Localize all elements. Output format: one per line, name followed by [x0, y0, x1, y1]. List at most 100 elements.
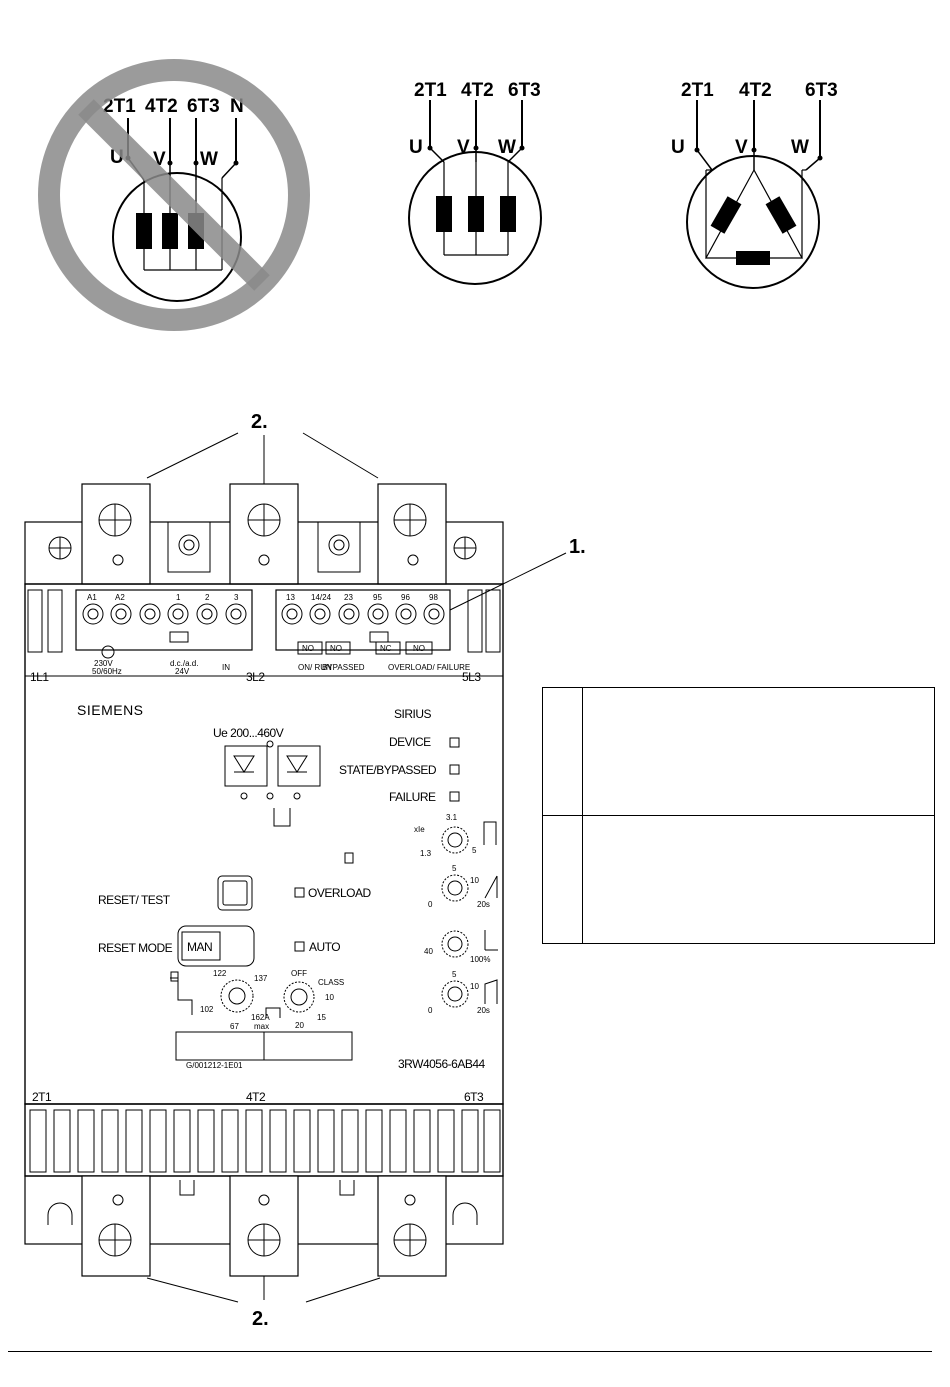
ie-value-min: 1.3: [420, 849, 432, 858]
led-state-label: STATE/BYPASSED: [339, 763, 437, 777]
ramp-up-20s: 20s: [477, 900, 490, 909]
terminal-a1: A1: [87, 593, 97, 602]
serial-label: G/001212-1E01: [186, 1061, 243, 1070]
class-20: 20: [295, 1021, 304, 1030]
terminal-6t3-out: 6T3: [464, 1090, 484, 1104]
diagram-star-neutral-prohibited: 2T1 4T2 6T3 N U V W: [38, 59, 310, 331]
legend-row-2: [543, 816, 934, 943]
legend-table: [542, 687, 935, 944]
voltage-40: 40: [424, 947, 433, 956]
led-failure-label: FAILURE: [389, 790, 436, 804]
legend-row-1-number: [543, 688, 583, 815]
phase-label-w: W: [498, 137, 516, 158]
diagram-delta: 2T1 4T2 6T3 U V W: [671, 80, 838, 289]
ramp-down-20s: 20s: [477, 1006, 490, 1015]
class-10: 10: [325, 993, 334, 1002]
label-frequency: 50/60Hz: [92, 667, 122, 676]
reset-test-button[interactable]: [217, 875, 253, 911]
legend-row-2-number: [543, 816, 583, 943]
footer-rule: [8, 1351, 932, 1352]
label-no-3: NO: [413, 644, 425, 653]
label-dc-voltage: 24V: [175, 667, 190, 676]
ramp-up-5: 5: [452, 864, 457, 873]
order-number: 3RW4056-6AB44: [398, 1057, 485, 1071]
ie-value-top: 3.1: [446, 813, 458, 822]
label-supply: 230V: [94, 659, 113, 668]
led-overload: [294, 887, 305, 898]
terminal-4t2-out: 4T2: [246, 1090, 266, 1104]
prohibited-sign-icon: [38, 59, 310, 331]
label-overload-failure: OVERLOAD/ FAILURE: [388, 663, 470, 672]
terminal-3: 3: [234, 593, 239, 602]
trip-class-dial: [283, 981, 315, 1013]
label-bypassed: BYPASSED: [322, 663, 365, 672]
led-device: [449, 737, 460, 748]
terminal-3l2: 3L2: [246, 670, 265, 684]
terminal-a2: A2: [115, 593, 125, 602]
label-no-1: NO: [302, 644, 314, 653]
terminal-2t1-out: 2T1: [32, 1090, 52, 1104]
callout-1: 1.: [569, 536, 586, 558]
current-137: 137: [254, 974, 268, 983]
reset-mode-switch[interactable]: [177, 925, 255, 967]
phase-label-v: V: [457, 137, 470, 158]
legend-row-1: [543, 688, 934, 816]
terminal-98: 98: [429, 593, 438, 602]
start-voltage-dial: [441, 930, 498, 958]
motor-current-dial: [220, 979, 254, 1013]
ramp-up-0: 0: [428, 900, 433, 909]
voltage-range: Ue 200...460V: [213, 726, 284, 740]
current-67: 67: [230, 1022, 239, 1031]
man-label: MAN: [187, 940, 212, 954]
led-state-bypassed: [449, 764, 460, 775]
terminal-96: 96: [401, 593, 410, 602]
reset-test-label: RESET/ TEST: [98, 893, 171, 907]
ramp-down-10: 10: [470, 982, 479, 991]
led-failure: [449, 791, 460, 802]
terminal-13: 13: [286, 593, 295, 602]
soft-starter-drawing: 2. 1. 2.: [24, 411, 586, 1330]
led-auto: [294, 941, 305, 952]
motor-circle-2: [408, 151, 542, 285]
terminal-label-2t1: 2T1: [414, 80, 447, 101]
current-max: max: [254, 1022, 269, 1031]
diagram-star: 2T1 4T2 6T3 U V W: [408, 80, 542, 285]
terminal-1l1: 1L1: [30, 670, 49, 684]
terminal-label-6t3: 6T3: [508, 80, 541, 101]
terminal-1: 1: [176, 593, 181, 602]
current-102: 102: [200, 1005, 214, 1014]
terminal-label-4t2: 4T2: [145, 96, 178, 117]
reset-mode-label: RESET MODE: [98, 941, 173, 955]
ramp-down-5: 5: [452, 970, 457, 979]
terminal-95: 95: [373, 593, 382, 602]
ramp-down-dial: [441, 979, 498, 1008]
terminal-label-4t2: 4T2: [461, 80, 494, 101]
terminal-2: 2: [205, 593, 210, 602]
phase-label-u: U: [671, 137, 685, 158]
class-off: OFF: [291, 969, 307, 978]
terminal-14-24: 14/24: [311, 593, 332, 602]
label-nc: NC: [380, 644, 392, 653]
ramp-down-0: 0: [428, 1006, 433, 1015]
label-in: IN: [222, 663, 230, 672]
terminal-5l3: 5L3: [462, 670, 481, 684]
motor-circle-3: [686, 155, 820, 289]
phase-label-w: W: [791, 137, 809, 158]
current-limit-dial: [441, 821, 497, 854]
terminal-label-6t3: 6T3: [805, 80, 838, 101]
ramp-up-10: 10: [470, 876, 479, 885]
terminal-23: 23: [344, 593, 353, 602]
terminal-label-2t1: 2T1: [681, 80, 714, 101]
label-on-run: ON/ RUN: [298, 663, 332, 672]
voltage-100: 100%: [470, 955, 490, 964]
brand-logo: SIEMENS: [77, 702, 144, 718]
class-15: 15: [317, 1013, 326, 1022]
terminal-label-6t3: 6T3: [187, 96, 220, 117]
series-label: SIRIUS: [394, 707, 432, 721]
terminal-label-2t1: 2T1: [103, 96, 136, 117]
ie-value-max: 5: [472, 846, 477, 855]
ramp-up-dial: [441, 874, 498, 902]
terminal-label-4t2: 4T2: [739, 80, 772, 101]
class-label: CLASS: [318, 978, 344, 987]
